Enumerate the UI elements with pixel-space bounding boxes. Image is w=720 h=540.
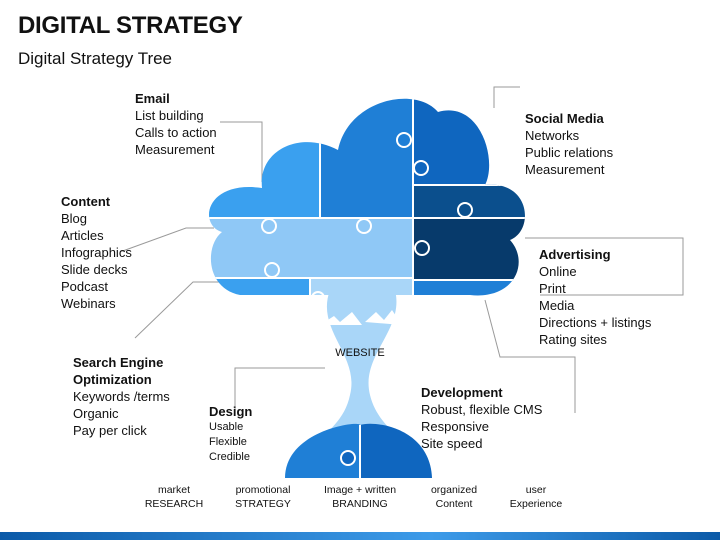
seo-block: Search Engine Optimization Keywords /ter… [73, 354, 170, 439]
seo-heading-line1: Search Engine [73, 355, 164, 370]
content-item: Podcast [61, 279, 108, 294]
social-media-heading: Social Media [525, 111, 604, 126]
puzzle-piece-mid-right [413, 218, 525, 280]
content-item: Webinars [61, 296, 116, 311]
base-right-piece [360, 423, 432, 478]
content-item: Articles [61, 228, 104, 243]
puzzle-knob [261, 218, 277, 234]
puzzle-piece-lower-center [310, 278, 413, 296]
puzzle-piece-right-upper [413, 185, 525, 218]
puzzle-piece-lower-left [209, 278, 310, 296]
connector-social [493, 86, 520, 108]
advertising-item: Online [539, 264, 577, 279]
advertising-item: Media [539, 298, 575, 313]
connector-email [220, 121, 263, 182]
footer-line: organized [430, 484, 478, 496]
footer-line: market [157, 484, 191, 496]
social-media-item: Public relations [525, 145, 614, 160]
puzzle-knob [396, 132, 412, 148]
base-left-piece [285, 423, 360, 478]
puzzle-knob [356, 218, 372, 234]
puzzle-knob [457, 202, 473, 218]
seo-item: Organic [73, 406, 119, 421]
content-item: Blog [61, 211, 88, 226]
footer-line: Experience [509, 498, 563, 510]
development-heading: Development [421, 385, 503, 400]
footer-line: Content [435, 498, 473, 510]
connector-advertising [525, 237, 684, 296]
connector-lines [119, 86, 684, 413]
design-item: Usable [209, 421, 244, 433]
puzzle-knob [340, 450, 356, 466]
footer-label-research: market RESEARCH [129, 483, 219, 511]
decorative-fringe [320, 310, 402, 325]
footer-label-branding: Image + written BRANDING [315, 483, 405, 511]
puzzle-piece-lower-right [413, 280, 525, 296]
page-subtitle: Digital Strategy Tree [18, 49, 173, 68]
development-item: Robust, flexible CMS [421, 402, 543, 417]
connector-development [484, 299, 576, 413]
email-heading: Email [135, 91, 170, 106]
puzzle-knob [414, 240, 430, 256]
connector-content [119, 227, 214, 253]
seo-item: Pay per click [73, 423, 147, 438]
seo-item: Keywords /terms [73, 389, 170, 404]
puzzle-knob [264, 262, 280, 278]
email-item: List building [135, 108, 204, 123]
development-item: Site speed [421, 436, 483, 451]
puzzle-piece-mid-left [209, 218, 413, 278]
puzzle-piece-top-center [320, 98, 413, 218]
puzzle-piece-top-left [209, 98, 320, 218]
footer-line: promotional [235, 484, 291, 496]
design-block: Design Usable Flexible Credible [209, 403, 252, 465]
footer-label-content: organized Content [409, 483, 499, 511]
footer-label-experience: user Experience [491, 483, 581, 511]
puzzle-knob [398, 295, 412, 296]
email-block: Email List building Calls to action Meas… [135, 90, 217, 158]
email-item: Calls to action [135, 125, 217, 140]
bottom-accent-bar [0, 532, 720, 540]
puzzle-knob [413, 160, 429, 176]
tree-trunk [320, 290, 400, 440]
page-title: DIGITAL STRATEGY [18, 12, 243, 39]
footer-label-strategy: promotional STRATEGY [218, 483, 308, 511]
connector-design [234, 367, 325, 413]
email-item: Measurement [135, 142, 215, 157]
advertising-heading: Advertising [539, 247, 611, 262]
content-item: Slide decks [61, 262, 128, 277]
puzzle-piece-top-right [413, 98, 525, 185]
footer-line: STRATEGY [235, 498, 291, 510]
content-item: Infographics [61, 245, 132, 260]
content-block: Content Blog Articles Infographics Slide… [61, 193, 132, 312]
design-heading: Design [209, 404, 253, 419]
design-item: Credible [209, 451, 250, 463]
social-media-item: Measurement [525, 162, 605, 177]
puzzle-knob [311, 291, 325, 296]
footer-line: Image + written [323, 484, 397, 496]
social-media-item: Networks [525, 128, 580, 143]
design-item: Flexible [209, 436, 247, 448]
development-item: Responsive [421, 419, 489, 434]
social-media-block: Social Media Networks Public relations M… [525, 110, 613, 178]
advertising-block: Advertising Online Print Media Direction… [539, 246, 651, 348]
footer-line: RESEARCH [144, 498, 204, 510]
content-heading: Content [61, 194, 111, 209]
footer-line: BRANDING [332, 498, 388, 510]
footer-line: user [525, 484, 547, 496]
advertising-item: Print [539, 281, 566, 296]
advertising-item: Directions + listings [539, 315, 652, 330]
connector-seo [134, 281, 240, 339]
advertising-item: Rating sites [539, 332, 607, 347]
website-label: WEBSITE [335, 347, 385, 359]
seo-heading-line2: Optimization [73, 372, 152, 387]
development-block: Development Robust, flexible CMS Respons… [421, 384, 542, 452]
